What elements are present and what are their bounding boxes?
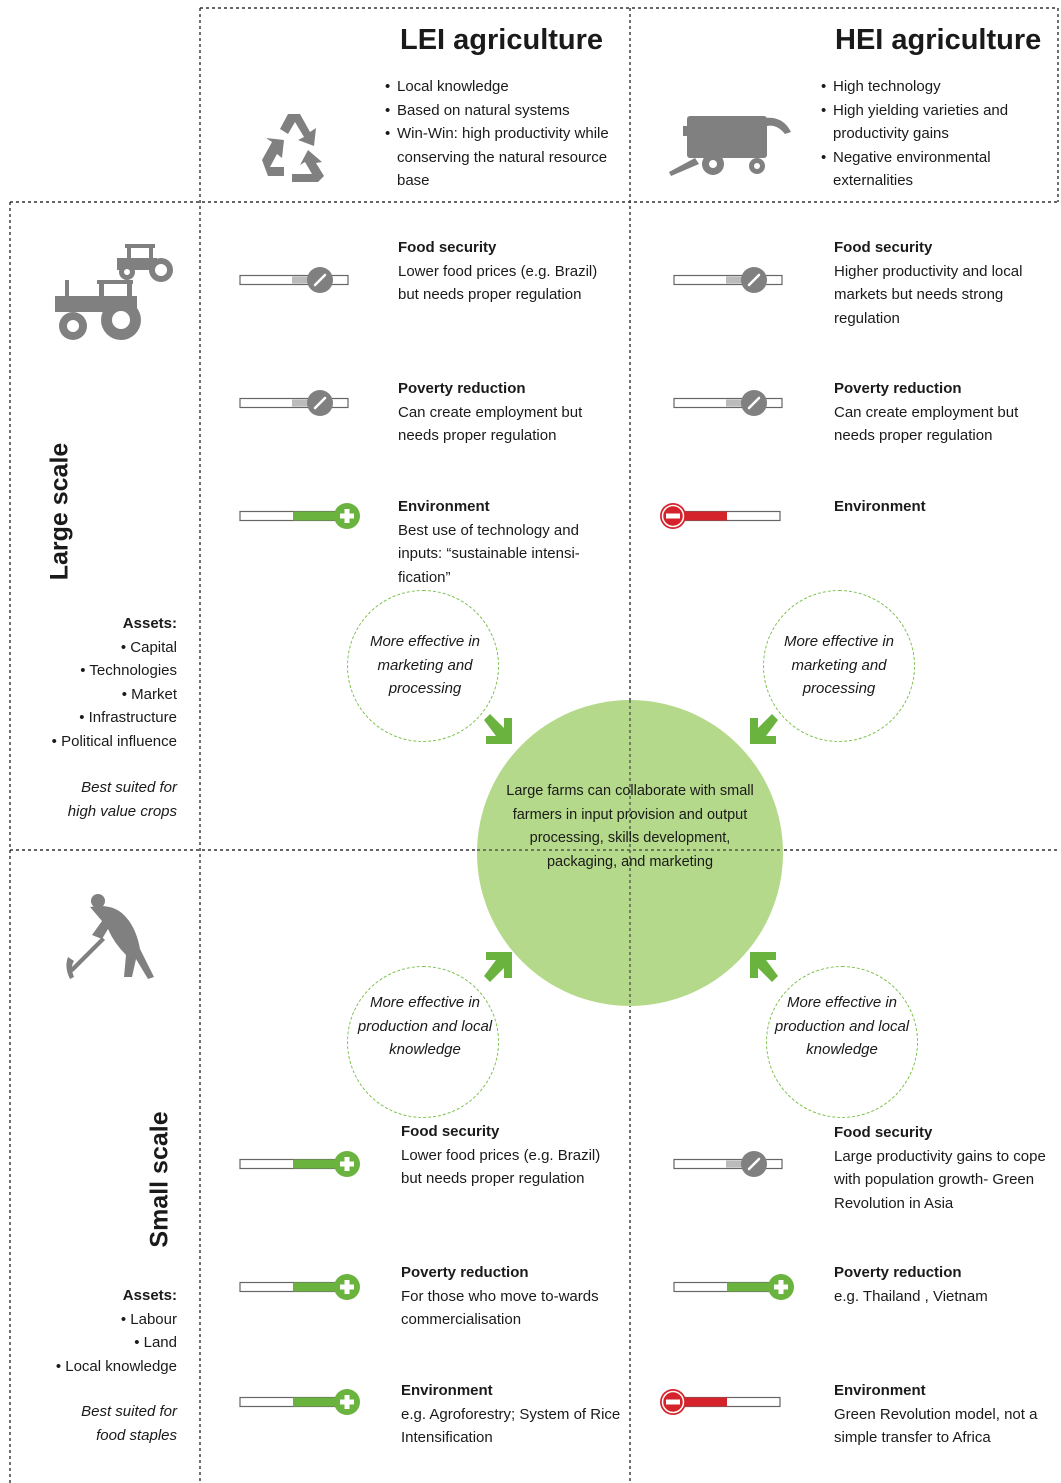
center-text: Large farms can collaborate with small f… <box>506 783 754 870</box>
asset-item: • Political influence <box>51 732 177 750</box>
bubble-small-left <box>347 966 499 1118</box>
hei-large-food-security: Food security Higher productivity and lo… <box>834 236 1056 330</box>
lei-small-food-security: Food security Lower food prices (e.g. Br… <box>401 1120 623 1191</box>
item-text: Can create employment but needs proper r… <box>398 403 583 445</box>
item-title: Environment <box>398 498 490 515</box>
item-text: Large productivity gains to cope with po… <box>834 1147 1046 1212</box>
lei-bullet: Local knowledge <box>385 75 615 99</box>
bubble-large-right <box>763 590 915 742</box>
lei-bullets: Local knowledge Based on natural systems… <box>385 75 615 193</box>
hei-bullet: High technology <box>821 75 1046 99</box>
item-text: Green Revolution model, not a simple tra… <box>834 1405 1038 1447</box>
assets-title: Assets: <box>122 1287 177 1304</box>
item-title: Environment <box>401 1382 493 1399</box>
farmer-hoe-icon <box>66 894 154 979</box>
item-title: Food security <box>834 239 933 256</box>
item-title: Poverty reduction <box>834 1264 962 1281</box>
small-assets: Assets: • Labour • Land • Local knowledg… <box>0 1284 177 1378</box>
hei-bullet: High yielding varieties and productivity… <box>821 99 1046 146</box>
item-title: Food security <box>401 1123 500 1140</box>
item-title: Environment <box>834 1382 926 1399</box>
hei-small-food-security: Food security Large productivity gains t… <box>834 1121 1054 1215</box>
asset-item: • Labour <box>120 1310 177 1328</box>
hei-small-environment: Environment Green Revolution model, not … <box>834 1379 1054 1450</box>
item-text: Can create employment but needs proper r… <box>834 403 1019 445</box>
item-text: Higher productivity and local markets bu… <box>834 262 1023 327</box>
asset-item: • Land <box>134 1334 177 1351</box>
small-best-suited: Best suited for food staples <box>0 1400 177 1447</box>
assets-title: Assets: <box>122 615 177 632</box>
combine-harvester-icon <box>669 116 791 176</box>
item-text: e.g. Thailand , Vietnam <box>834 1287 988 1305</box>
lei-heading: LEI agriculture <box>400 24 604 56</box>
item-text: For those who move to-wards commercialis… <box>401 1287 599 1329</box>
hei-large-environment: Environment <box>834 495 1056 519</box>
asset-item: • Technologies <box>80 662 177 679</box>
arrow-down-right-icon <box>484 714 512 744</box>
lei-large-environment: Environment Best use of technology and i… <box>398 495 620 589</box>
large-assets: Assets: • Capital • Technologies • Marke… <box>0 612 177 753</box>
best-suited-line: Best suited for <box>81 1403 177 1420</box>
large-best-suited: Best suited for high value crops <box>0 776 177 823</box>
best-suited-line: Best suited for <box>81 779 177 796</box>
item-title: Poverty reduction <box>834 380 962 397</box>
large-scale-label: Large scale <box>45 442 74 581</box>
bubble-small-right <box>766 966 918 1118</box>
item-title: Environment <box>834 498 926 515</box>
asset-item: • Market <box>121 685 177 703</box>
arrow-up-left-icon <box>750 952 778 982</box>
item-text: e.g. Agroforestry; System of Rice Intens… <box>401 1405 621 1447</box>
recycle-icon <box>262 114 324 182</box>
hei-heading: HEI agriculture <box>835 24 1042 56</box>
lei-large-food-security: Food security Lower food prices (e.g. Br… <box>398 236 620 307</box>
asset-item: • Infrastructure <box>79 709 177 726</box>
item-title: Poverty reduction <box>401 1264 529 1281</box>
asset-item: • Local knowledge <box>55 1357 177 1375</box>
tractor-icon <box>55 244 173 340</box>
asset-item: • Capital <box>120 638 177 656</box>
best-suited-line: food staples <box>96 1426 177 1444</box>
lei-bullet: Win-Win: high productivity while conserv… <box>385 122 615 193</box>
lei-bullet: Based on natural systems <box>385 99 615 123</box>
hei-large-poverty-reduction: Poverty reduction Can create employment … <box>834 377 1056 448</box>
item-title: Food security <box>834 1124 933 1141</box>
item-text: Lower food prices (e.g. Brazil) but need… <box>401 1146 601 1188</box>
bubble-small-right-text: More effective in production and local k… <box>774 994 910 1058</box>
arrow-up-right-icon <box>484 952 512 982</box>
lei-small-environment: Environment e.g. Agroforestry; System of… <box>401 1379 623 1450</box>
item-title: Food security <box>398 239 497 256</box>
item-text: Best use of technology and inputs: “sust… <box>398 521 580 586</box>
item-text: Lower food prices (e.g. Brazil) but need… <box>398 262 598 304</box>
small-scale-label: Small scale <box>145 1111 174 1248</box>
lei-small-poverty-reduction: Poverty reduction For those who move to-… <box>401 1261 623 1332</box>
item-title: Poverty reduction <box>398 380 526 397</box>
arrow-down-left-icon <box>750 714 778 744</box>
best-suited-line: high value crops <box>67 802 177 820</box>
bubble-small-left-text: More effective in production and local k… <box>357 994 493 1058</box>
bubble-large-left <box>347 590 499 742</box>
hei-small-poverty-reduction: Poverty reduction e.g. Thailand , Vietna… <box>834 1261 1056 1308</box>
lei-large-poverty-reduction: Poverty reduction Can create employment … <box>398 377 620 448</box>
bubble-large-left-text: More effective in marketing and processi… <box>369 633 481 697</box>
hei-bullets: High technology High yielding varieties … <box>821 75 1046 193</box>
hei-bullet: Negative environmental externalities <box>821 146 1046 193</box>
bubble-large-right-text: More effective in marketing and processi… <box>783 633 895 697</box>
